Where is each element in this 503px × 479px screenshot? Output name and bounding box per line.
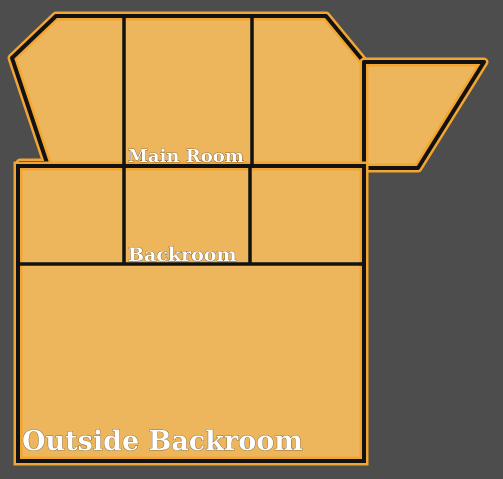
room-lower-block — [13, 161, 369, 466]
interior-walls — [18, 16, 364, 266]
label-backroom: Backroom — [128, 244, 237, 266]
room-right-wing-walls — [362, 60, 486, 170]
label-outside-backroom: Outside Backroom — [22, 426, 303, 457]
room-lower-block-walls — [16, 164, 366, 463]
label-main-room: Main Room — [128, 146, 244, 167]
